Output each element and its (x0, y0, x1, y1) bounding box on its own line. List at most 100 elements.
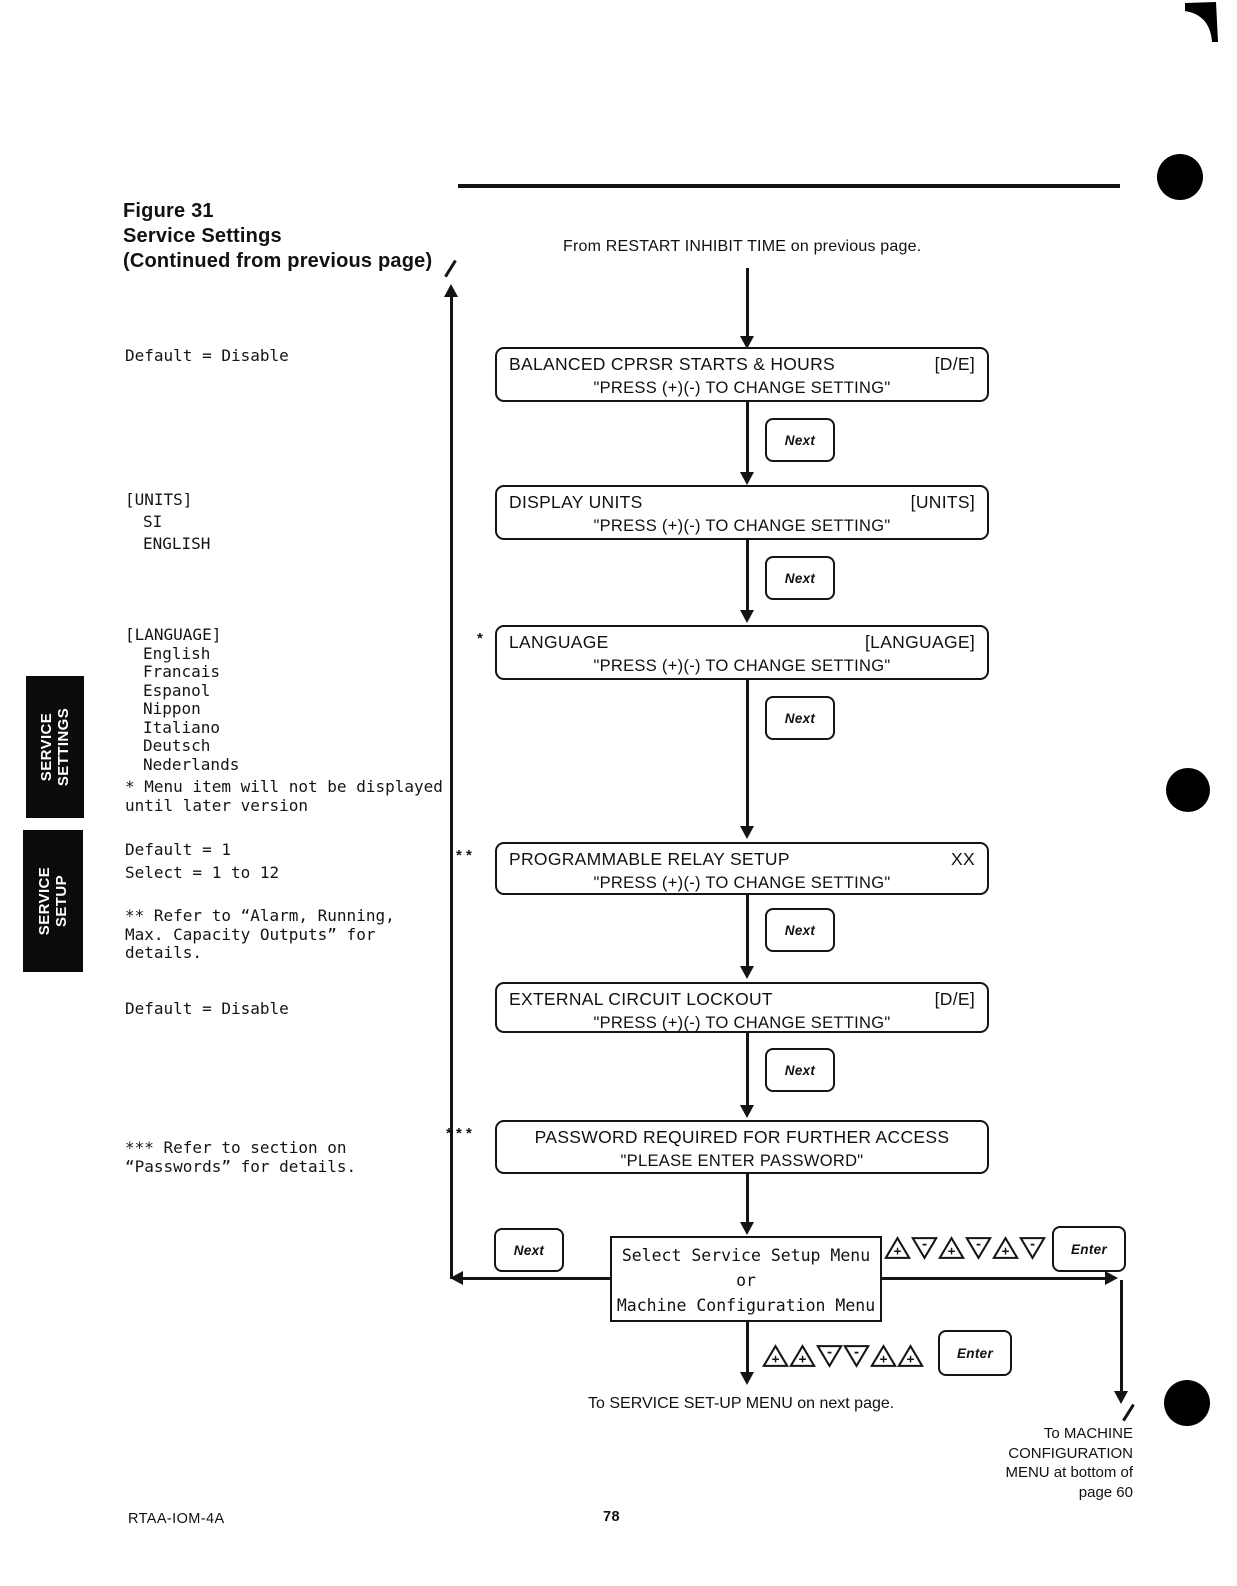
flow-box-display-units: DISPLAY UNITS [UNITS] "PRESS (+)(-) TO C… (495, 485, 989, 540)
connector-arrowhead (740, 1372, 754, 1385)
box-prompt: "PRESS (+)(-) TO CHANGE SETTING" (593, 657, 891, 675)
next-key: Next (765, 696, 835, 740)
language-option: Espanol (143, 680, 211, 700)
language-option: Deutsch (143, 736, 211, 755)
box-prompt: "PRESS (+)(-) TO CHANGE SETTING" (593, 874, 891, 892)
svg-text:-: - (826, 1344, 834, 1359)
down-arrow-key-icon: - (816, 1344, 843, 1368)
select-line: Select = 1 to 12 (125, 863, 280, 882)
units-option: ENGLISH (143, 534, 211, 553)
footnote-line: *** Refer to section on (125, 1138, 347, 1157)
svg-text:-: - (1029, 1236, 1037, 1251)
connector (746, 895, 749, 968)
next-key: Next (765, 1048, 835, 1092)
language-option: English (143, 643, 211, 663)
select-menu-line: or (736, 1271, 756, 1290)
footnote-line: Max. Capacity Outputs” for (125, 924, 376, 944)
figure-title: Figure 31 Service Settings (Continued fr… (123, 199, 432, 274)
flow-box-programmable-relay: PROGRAMMABLE RELAY SETUP XX "PRESS (+)(-… (495, 842, 989, 895)
footnote-line: until later version (125, 795, 309, 815)
down-arrow-key-icon: - (843, 1344, 870, 1368)
svg-text:-: - (921, 1236, 929, 1251)
up-arrow-key-icon: + (938, 1236, 965, 1259)
down-arrow-key-icon: - (911, 1236, 938, 1260)
enter-key: Enter (1052, 1226, 1126, 1272)
up-arrow-key-icon: + (870, 1344, 897, 1367)
language-header: [LANGUAGE] (125, 625, 222, 644)
next-key: Next (494, 1228, 564, 1272)
select-menu-box: Select Service Setup Menu or Machine Con… (610, 1236, 882, 1322)
box-prompt: "PRESS (+)(-) TO CHANGE SETTING" (593, 379, 891, 397)
flow-box-balanced-cprsr: BALANCED CPRSR STARTS & HOURS [D/E] "PRE… (495, 347, 989, 402)
footnote-line: * Menu item will not be displayed (125, 777, 443, 796)
connector (746, 540, 749, 612)
language-option: Nippon (143, 699, 201, 718)
page-corner-fold-mark (1185, 2, 1218, 42)
connector-arrowhead (740, 1105, 754, 1118)
connector (746, 1174, 749, 1224)
top-rule (458, 184, 1120, 188)
connector (746, 1033, 749, 1107)
up-arrow-key-icon: + (789, 1344, 816, 1367)
up-arrow-key-icon: + (897, 1344, 924, 1367)
language-option: Nederlands (143, 754, 240, 774)
svg-text:+: + (772, 1351, 780, 1366)
up-arrow-key-icon: + (992, 1236, 1019, 1259)
tab-label-line: SETTINGS (55, 707, 72, 787)
box-title: PROGRAMMABLE RELAY SETUP (509, 849, 790, 869)
punch-hole-dot (1166, 768, 1210, 812)
connector-arrowhead (740, 1222, 754, 1235)
flow-box-password-required: PASSWORD REQUIRED FOR FURTHER ACCESS "PL… (495, 1120, 989, 1174)
note-default-select: Default = 1 Select = 1 to 12 (125, 838, 279, 884)
units-option: SI (143, 512, 163, 531)
box-title: BALANCED CPRSR STARTS & HOURS (509, 354, 836, 374)
dest-service-setup: To SERVICE SET-UP MENU on next page. (588, 1395, 895, 1412)
box-title: DISPLAY UNITS (509, 492, 643, 512)
dest-line: To MACHINE (1043, 1425, 1133, 1442)
note-default-disable-2: Default = Disable (125, 999, 289, 1018)
branch-tick-mark (1122, 1403, 1135, 1422)
figure-subtitle: (Continued from previous page) (123, 250, 433, 272)
footnote-marker-1: * (477, 630, 483, 647)
loop-tick-mark (444, 259, 457, 278)
tab-label-line: SETUP (53, 874, 70, 928)
connector-arrowhead (740, 610, 754, 623)
enter-key: Enter (938, 1330, 1012, 1376)
flow-box-external-lockout: EXTERNAL CIRCUIT LOCKOUT [D/E] "PRESS (+… (495, 982, 989, 1033)
flow-box-language: LANGUAGE [LANGUAGE] "PRESS (+)(-) TO CHA… (495, 625, 989, 680)
branch-right-vertical (1120, 1280, 1123, 1393)
svg-text:+: + (880, 1351, 888, 1366)
footnote-marker-2: * * (456, 847, 472, 864)
next-key: Next (765, 556, 835, 600)
connector-arrowhead (740, 826, 754, 839)
connector-entry (746, 268, 749, 338)
note-units: [UNITS] SI ENGLISH (125, 489, 210, 555)
branch-right-arrowhead (1105, 1271, 1118, 1285)
punch-hole-dot (1164, 1380, 1210, 1426)
svg-text:+: + (948, 1243, 956, 1258)
branch-left-line (462, 1277, 610, 1280)
connector-exit (746, 1322, 749, 1374)
next-key: Next (765, 908, 835, 952)
tab-label-line: SERVICE (38, 712, 55, 782)
connector (746, 402, 749, 474)
svg-text:-: - (853, 1344, 861, 1359)
dest-line: CONFIGURATION (1008, 1444, 1133, 1462)
svg-text:-: - (975, 1236, 983, 1251)
note-language: [LANGUAGE] English Francais Espanol Nipp… (125, 625, 240, 774)
figure-name: Service Settings (123, 225, 282, 247)
box-title: PASSWORD REQUIRED FOR FURTHER ACCESS (534, 1127, 950, 1147)
footnote-line: “Passwords” for details. (125, 1156, 357, 1176)
branch-left-arrowhead (450, 1271, 463, 1285)
footnote-marker-3: * * * (446, 1125, 472, 1142)
up-arrow-key-icon: + (884, 1236, 911, 1259)
box-tag: [UNITS] (910, 492, 975, 512)
dest-line: MENU at bottom of (1005, 1464, 1133, 1481)
connector-arrowhead (740, 336, 754, 349)
connector-arrowhead (740, 472, 754, 485)
branch-right-line (882, 1277, 1108, 1280)
tab-label-line: SERVICE (36, 866, 53, 936)
note-default-disable-1: Default = Disable (125, 346, 289, 365)
from-note: From RESTART INHIBIT TIME on previous pa… (563, 238, 922, 255)
box-prompt: "PRESS (+)(-) TO CHANGE SETTING" (593, 1014, 891, 1032)
